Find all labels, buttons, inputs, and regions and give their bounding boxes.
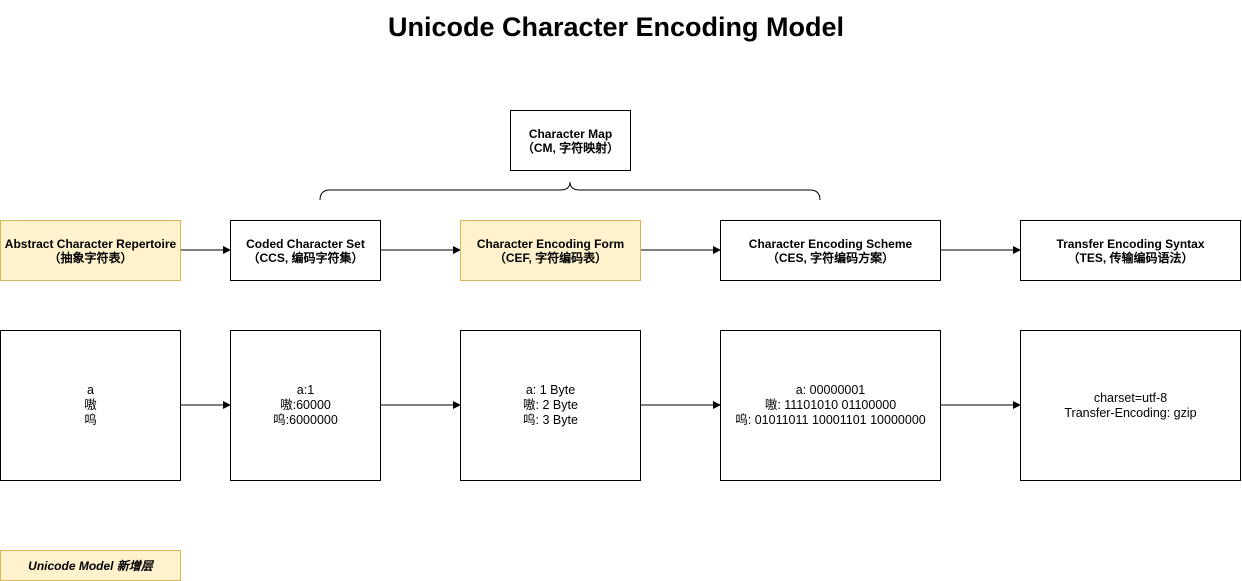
character-map-brace (319, 181, 821, 201)
layer-tes: Transfer Encoding Syntax （TES, 传输编码语法） (1020, 220, 1241, 281)
layer-ccs: Coded Character Set （CCS, 编码字符集） (230, 220, 381, 281)
layer-sub: （CES, 字符编码方案） (766, 250, 895, 265)
layer-sub: （抽象字符表） (48, 250, 133, 265)
layer-cef: Character Encoding Form （CEF, 字符编码表） (460, 220, 641, 281)
example-line: 嗷:60000 (280, 398, 331, 412)
example-line: 呜:6000000 (273, 413, 338, 427)
layer-name: Abstract Character Repertoire (4, 236, 177, 251)
layer-name: Transfer Encoding Syntax (1056, 236, 1205, 251)
layer-sub: （CCS, 编码字符集） (247, 250, 364, 265)
example-line: Transfer-Encoding: gzip (1064, 405, 1197, 420)
example-acr: a 嗷 呜 (0, 330, 181, 481)
example-line: 嗷: 2 Byte (523, 398, 578, 412)
character-map-sub: （CM, 字符映射） (521, 140, 620, 155)
example-ces: a: 00000001 嗷: 11101010 01100000 呜: 0101… (720, 330, 941, 481)
example-line: a:1 (296, 383, 315, 397)
example-line: 呜: 01011011 10001101 10000000 (735, 413, 926, 427)
example-line: a: 1 Byte (525, 383, 576, 397)
character-map-name: Character Map (528, 126, 613, 141)
layer-acr: Abstract Character Repertoire （抽象字符表） (0, 220, 181, 281)
example-line: a (87, 383, 94, 397)
layer-sub: （CEF, 字符编码表） (493, 250, 608, 265)
example-cef: a: 1 Byte 嗷: 2 Byte 呜: 3 Byte (460, 330, 641, 481)
diagram-title: Unicode Character Encoding Model (387, 12, 845, 42)
character-map-box: Character Map （CM, 字符映射） (510, 110, 631, 171)
example-line: 嗷: 11101010 01100000 (764, 398, 897, 412)
example-line: a: 00000001 (795, 383, 866, 397)
example-line: charset=utf-8 (1093, 390, 1168, 405)
example-line: 呜: 3 Byte (523, 413, 578, 427)
layer-ces: Character Encoding Scheme （CES, 字符编码方案） (720, 220, 941, 281)
example-ccs: a:1 嗷:60000 呜:6000000 (230, 330, 381, 481)
layer-name: Coded Character Set (246, 236, 365, 251)
legend-new-layer: Unicode Model 新增层 (0, 550, 181, 581)
layer-name: Character Encoding Form (476, 236, 625, 251)
example-line: 嗷 (84, 398, 97, 412)
layer-name: Character Encoding Scheme (748, 236, 913, 251)
example-tes: charset=utf-8 Transfer-Encoding: gzip (1020, 330, 1241, 481)
layer-sub: （TES, 传输编码语法） (1067, 250, 1194, 265)
example-line: 呜 (84, 413, 97, 427)
